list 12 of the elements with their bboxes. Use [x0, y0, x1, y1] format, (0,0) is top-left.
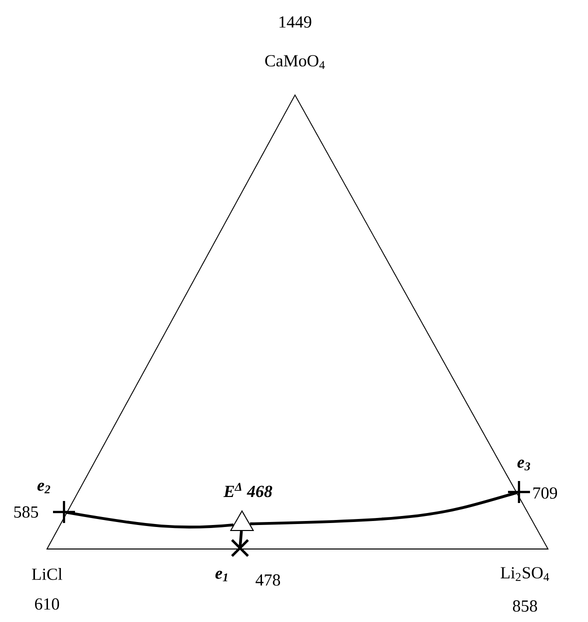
temperature-label: 709 — [533, 487, 557, 499]
component-label: Li$_{2}$SO$_{4}$ — [500, 567, 550, 581]
component-label: LiCl — [32, 568, 62, 580]
temperature-label: 610 — [35, 598, 60, 610]
temperature-label: 585 — [14, 506, 38, 518]
boundary-curve — [250, 491, 518, 526]
temperature-label: 1449 — [280, 16, 312, 28]
component-label: CaMoO$_{4}$ — [265, 55, 325, 69]
boundary-curve — [238, 530, 243, 546]
boundary-curve — [65, 510, 234, 529]
temperature-label: 858 — [512, 600, 538, 612]
temperature-label: 478 — [256, 574, 280, 586]
